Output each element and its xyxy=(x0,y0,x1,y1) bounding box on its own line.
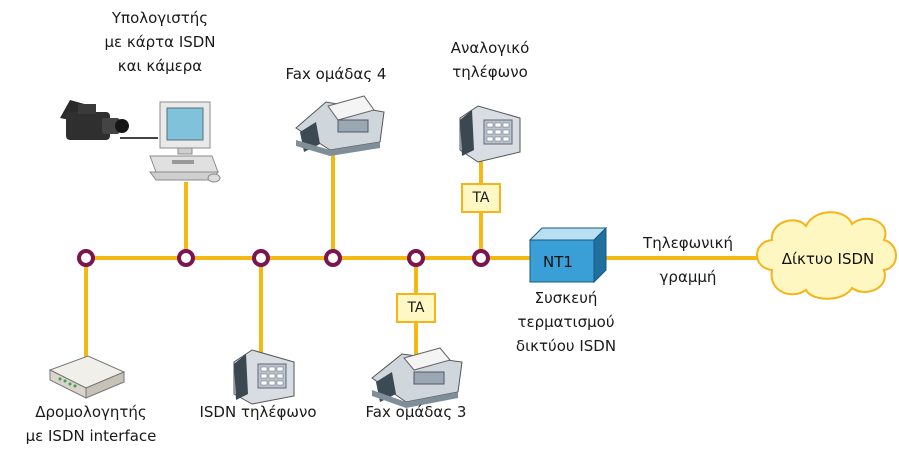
nt1-box xyxy=(528,226,608,284)
node-pc xyxy=(177,249,195,267)
node-fax3 xyxy=(407,249,425,267)
pc-label: Υπολογιστής με κάρτα ISDN και κάμερα xyxy=(104,9,216,75)
isdn-cloud xyxy=(756,211,897,300)
bus-nodes xyxy=(77,249,490,267)
router-label: Δρομολογητής με ISDN interface xyxy=(25,403,157,445)
fax-4-icon xyxy=(295,95,385,156)
fax4-label: Fax ομάδας 4 xyxy=(285,65,387,83)
nt1-label: NT1 xyxy=(543,253,573,271)
fax3-label: Fax ομάδας 3 xyxy=(365,403,467,421)
cloud-label: Δίκτυο ISDN xyxy=(782,250,875,268)
isdn-phone-icon xyxy=(233,349,295,405)
analog-phone-icon xyxy=(459,105,521,163)
nt1-device-label: Συσκευή τερματισμού δικτύου ISDN xyxy=(515,289,617,355)
analog-phone-label: Αναλογικό τηλέφωνο xyxy=(450,39,530,81)
router-icon xyxy=(48,355,126,399)
phone-line-label: Τηλεφωνική γραμμή xyxy=(643,234,733,286)
ta-adapter-bottom: TA xyxy=(396,293,436,323)
node-analog xyxy=(472,249,490,267)
node-fax4 xyxy=(324,249,342,267)
ta-adapter-top: TA xyxy=(461,183,501,213)
node-isdn-phone xyxy=(252,249,270,267)
computer-icon xyxy=(149,101,221,183)
fax-3-icon xyxy=(371,347,463,408)
node-router xyxy=(77,249,95,267)
isdn-phone-label: ISDN τηλέφωνο xyxy=(199,403,317,421)
camera-icon xyxy=(60,100,158,140)
